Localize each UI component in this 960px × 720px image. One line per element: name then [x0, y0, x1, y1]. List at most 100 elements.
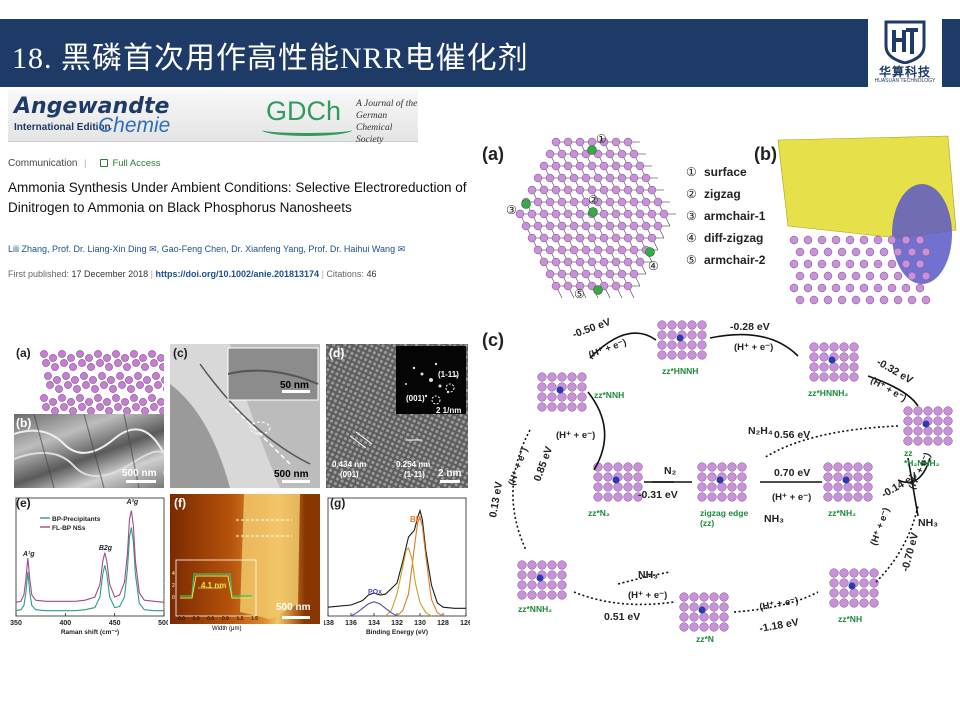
- slab-zzHNNH: [657, 320, 707, 360]
- x-axis-label: Raman shift (cm⁻¹): [61, 629, 119, 636]
- phosphorus-atom: [157, 354, 164, 362]
- phosphorus-atom: [699, 612, 709, 622]
- phosphorus-atom: [901, 235, 911, 245]
- series-line: [350, 601, 398, 617]
- author-list[interactable]: Lili Zhang, Prof. Dr. Liang-Xin Ding ✉, …: [8, 244, 406, 254]
- bp-layers-structure: [40, 350, 164, 415]
- phosphorus-atom: [679, 602, 689, 612]
- separator: |: [84, 158, 87, 169]
- state-label: zz*N₂: [588, 508, 610, 518]
- phosphorus-atom: [114, 403, 122, 411]
- x-tick-label: 450: [109, 620, 121, 627]
- phosphorus-atom: [563, 185, 573, 195]
- phosphorus-atom: [73, 385, 81, 393]
- title-bar: 18. 黑磷首次用作高性能NRR电催化剂: [0, 19, 960, 87]
- site-label: ④: [648, 259, 659, 273]
- diffraction-spot-label: (001): [406, 394, 425, 403]
- phosphorus-atom: [617, 173, 627, 183]
- phosphorus-atom: [134, 372, 142, 380]
- phosphorus-atom: [943, 406, 953, 416]
- panel-label: (d): [329, 346, 345, 360]
- phosphorus-atom: [76, 350, 84, 358]
- phosphorus-atom: [118, 381, 126, 389]
- phosphorus-atom: [623, 257, 633, 267]
- phosphorus-atom: [803, 235, 813, 245]
- article-title[interactable]: Ammonia Synthesis Under Ambient Conditio…: [8, 180, 467, 215]
- phosphorus-atom: [575, 137, 585, 147]
- phosphorus-atom: [851, 295, 861, 305]
- phosphorus-atom: [853, 462, 863, 472]
- x-tick-label: 350: [10, 620, 22, 627]
- phosphorus-atom: [603, 462, 613, 472]
- phosphorus-atom: [567, 382, 577, 392]
- afm-x-label: Width (μm): [212, 626, 242, 632]
- phosphorus-atom: [915, 283, 925, 293]
- phosphorus-atom: [903, 406, 913, 416]
- phosphorus-atom: [709, 602, 719, 612]
- phosphorus-atom: [863, 462, 873, 472]
- doi-link[interactable]: https://doi.org/10.1002/anie.201813174: [155, 269, 320, 279]
- phosphorus-atom: [515, 209, 525, 219]
- species-label: NH₃: [918, 517, 938, 529]
- phosphorus-atom: [915, 259, 925, 269]
- phosphorus-atom: [915, 235, 925, 245]
- phosphorus-atom: [717, 492, 727, 502]
- phosphorus-atom: [707, 482, 717, 492]
- phosphorus-atom: [635, 257, 645, 267]
- phosphorus-atom: [641, 173, 651, 183]
- afm-height-label: 4.1 nm: [201, 581, 227, 590]
- phosphorus-atom: [667, 330, 677, 340]
- phosphorus-atom: [587, 185, 597, 195]
- phosphorus-atom: [829, 372, 839, 382]
- phosphorus-atom: [829, 588, 839, 598]
- phosphorus-atom: [921, 271, 931, 281]
- phosphorus-atom: [599, 185, 609, 195]
- phosphorus-atom: [829, 578, 839, 588]
- citations-count[interactable]: 46: [366, 269, 377, 279]
- phosphorus-atom: [839, 598, 849, 608]
- slab-zzN: [679, 592, 729, 632]
- first-published-date: 17 December 2018: [71, 269, 149, 279]
- phosphorus-atom: [697, 350, 707, 360]
- sem-image: [14, 414, 164, 488]
- phosphorus-atom: [557, 392, 567, 402]
- phosphorus-atom: [629, 269, 639, 279]
- phosphorus-atom: [727, 492, 737, 502]
- phosphorus-atom: [907, 295, 917, 305]
- phosphorus-atom: [547, 402, 557, 412]
- phosphorus-atom: [551, 161, 561, 171]
- phosphorus-atom: [575, 209, 585, 219]
- phosphorus-atom: [567, 402, 577, 412]
- phosphorus-atom: [873, 235, 883, 245]
- phosphorus-atom: [533, 221, 543, 231]
- bp-sheet-structure: [515, 137, 676, 299]
- phosphorus-atom: [557, 197, 567, 207]
- lattice-plane-label: (001): [340, 470, 359, 479]
- phosphorus-atom: [593, 221, 603, 231]
- phosphorus-atom: [161, 376, 164, 384]
- phosphorus-atom: [605, 221, 615, 231]
- legend-entry: FL-BP NSs: [52, 525, 86, 532]
- phosphorus-atom: [517, 570, 527, 580]
- state-label: zz*HNNH: [662, 366, 698, 376]
- phosphorus-atom: [60, 403, 68, 411]
- phosphorus-atom: [633, 482, 643, 492]
- energy-label: -0.70 eV: [899, 531, 921, 572]
- phosphorus-atom: [599, 233, 609, 243]
- phosphorus-atom: [837, 271, 847, 281]
- charge-depletion: [892, 184, 952, 284]
- phosphorus-atom: [635, 233, 645, 243]
- phosphorus-atom: [689, 602, 699, 612]
- phosphorus-atom: [659, 209, 669, 219]
- panel-label: (f): [174, 496, 186, 510]
- afm-x-tick: 0.9: [221, 616, 229, 622]
- phosphorus-atom: [623, 209, 633, 219]
- afm-image: [175, 494, 310, 619]
- phosphorus-atom: [49, 398, 57, 406]
- phosphorus-atom: [539, 233, 549, 243]
- site-number: ①: [686, 165, 697, 179]
- species-label: NH₃: [638, 569, 658, 581]
- phosphorus-atom: [103, 354, 111, 362]
- phosphorus-atom: [527, 185, 537, 195]
